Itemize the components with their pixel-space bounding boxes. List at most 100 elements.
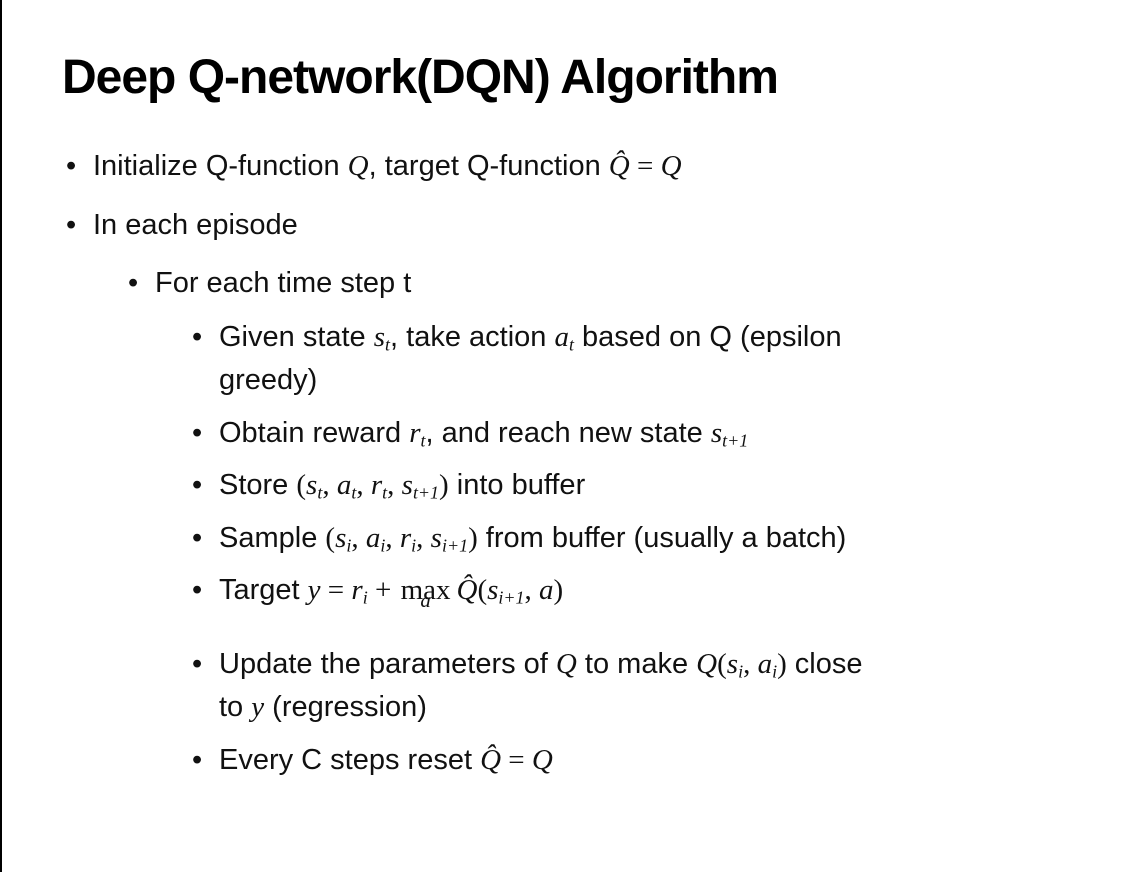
bullet-text: Update the parameters of Q to make Q(si,… bbox=[219, 643, 863, 730]
math-operator: + bbox=[367, 574, 399, 607]
text-segment: (regression) bbox=[264, 691, 427, 724]
math-operator: = bbox=[629, 150, 661, 183]
math-var: Q bbox=[660, 150, 682, 183]
bullet-icon: • bbox=[192, 521, 203, 554]
math-sub: t bbox=[382, 482, 388, 503]
max-under-var: a bbox=[420, 588, 431, 613]
bullet-item-for-each-time-step: • For each time step t bbox=[128, 262, 1108, 306]
bullet-item-given-state: • Given state st, take action at based o… bbox=[192, 316, 1108, 403]
math-var: r bbox=[399, 521, 412, 554]
bullet-item-sample: • Sample (si, ai, ri, si+1) from buffer … bbox=[192, 517, 1108, 561]
math-var: Q bbox=[696, 647, 718, 680]
math-var: r bbox=[351, 574, 363, 607]
text-segment: Store bbox=[219, 469, 297, 502]
math-paren: ) bbox=[468, 521, 478, 554]
text-segment: into buffer bbox=[448, 469, 586, 502]
bullet-icon: • bbox=[128, 267, 139, 300]
math-sub: i+1 bbox=[498, 587, 525, 608]
bullet-text: For each time step t bbox=[155, 262, 411, 306]
bullet-icon: • bbox=[66, 208, 77, 241]
bullet-item-store: • Store (st, at, rt, st+1) into buffer bbox=[192, 464, 1108, 508]
math-var: Q bbox=[531, 743, 553, 776]
math-sub: i bbox=[346, 535, 352, 556]
math-sub: i bbox=[380, 535, 386, 556]
math-sub: t+1 bbox=[412, 482, 440, 503]
math-var: s bbox=[306, 469, 318, 502]
math-var: s bbox=[487, 574, 499, 607]
bullet-text: Sample (si, ai, ri, si+1) from buffer (u… bbox=[219, 517, 846, 561]
math-sub: i bbox=[772, 661, 778, 682]
text-segment: from buffer (usually a batch) bbox=[477, 521, 847, 554]
text-segment: Initialize Q-function bbox=[93, 150, 348, 183]
math-var: Q bbox=[347, 150, 369, 183]
math-var: a bbox=[554, 320, 569, 353]
math-sub: t bbox=[351, 482, 357, 503]
math-var-q-hat: Q̂ bbox=[480, 743, 502, 776]
math-operator: = bbox=[320, 574, 352, 607]
text-segment: In each episode bbox=[93, 208, 298, 241]
math-sub: t bbox=[385, 334, 391, 355]
math-var: r bbox=[409, 416, 421, 449]
math-var: s bbox=[726, 647, 739, 680]
math-var: s bbox=[430, 521, 442, 554]
math-sub: i bbox=[738, 661, 744, 682]
math-operator: , bbox=[524, 574, 540, 607]
bullet-text: Store (st, at, rt, st+1) into buffer bbox=[219, 464, 585, 508]
text-segment: Obtain reward bbox=[219, 416, 410, 449]
text-segment: based on Q (epsilon bbox=[573, 320, 842, 353]
bullet-text: Obtain reward rt, and reach new state st… bbox=[219, 412, 748, 456]
bullet-item-in-each-episode: • In each episode bbox=[66, 204, 1108, 248]
text-segment: , take action bbox=[390, 320, 555, 353]
math-sub: t bbox=[420, 430, 426, 451]
math-operator: , bbox=[387, 469, 402, 502]
text-segment: to make bbox=[576, 647, 697, 680]
bullet-item-every-c-steps: • Every C steps reset Q̂ = Q bbox=[192, 739, 1108, 783]
math-paren: ( bbox=[296, 469, 307, 502]
bullet-icon: • bbox=[66, 150, 77, 183]
math-operator: , bbox=[356, 469, 371, 502]
math-operator: = bbox=[501, 743, 532, 776]
text-segment: Update the parameters of bbox=[219, 647, 556, 680]
text-segment: Target bbox=[219, 574, 308, 607]
text-segment: greedy) bbox=[219, 364, 318, 397]
math-paren: ) bbox=[553, 574, 564, 607]
math-paren: ) bbox=[777, 647, 787, 680]
text-segment: , and reach new state bbox=[425, 416, 711, 449]
math-paren: ( bbox=[717, 647, 727, 680]
math-var: y bbox=[251, 691, 265, 724]
math-operator: , bbox=[351, 521, 366, 554]
bullet-item-obtain-reward: • Obtain reward rt, and reach new state … bbox=[192, 412, 1108, 456]
bullet-item-update: • Update the parameters of Q to make Q(s… bbox=[192, 643, 1108, 730]
bullet-icon: • bbox=[192, 320, 203, 353]
bullet-icon: • bbox=[192, 416, 203, 449]
math-sub: t bbox=[568, 334, 574, 355]
text-segment: For each time step t bbox=[155, 267, 412, 300]
math-var: a bbox=[336, 469, 352, 502]
math-sub: i+1 bbox=[441, 535, 469, 556]
math-var: a bbox=[365, 521, 381, 554]
math-var: s bbox=[710, 416, 723, 449]
max-label: max bbox=[400, 574, 451, 607]
text-segment: close bbox=[786, 647, 863, 680]
math-var-q-hat: Q̂ bbox=[608, 150, 630, 183]
math-operator: , bbox=[322, 469, 337, 502]
bullet-text: Initialize Q-function Q, target Q-functi… bbox=[93, 145, 682, 189]
math-paren: ( bbox=[477, 574, 488, 607]
math-operator: , bbox=[385, 521, 400, 554]
bullet-icon: • bbox=[192, 743, 203, 776]
slide-left-border bbox=[0, 0, 2, 872]
math-sub: t+1 bbox=[722, 430, 749, 451]
math-sub: i bbox=[411, 535, 417, 556]
bullet-text: Given state st, take action at based on … bbox=[219, 316, 842, 403]
text-segment: , target Q-function bbox=[368, 150, 609, 183]
math-sub: i bbox=[362, 587, 368, 608]
text-segment: to bbox=[219, 691, 252, 724]
math-var: r bbox=[370, 469, 383, 502]
text-segment: Every C steps reset bbox=[219, 743, 481, 776]
math-var-q-hat: Q̂ bbox=[456, 574, 478, 607]
slide-title: Deep Q-network(DQN) Algorithm bbox=[62, 51, 779, 104]
